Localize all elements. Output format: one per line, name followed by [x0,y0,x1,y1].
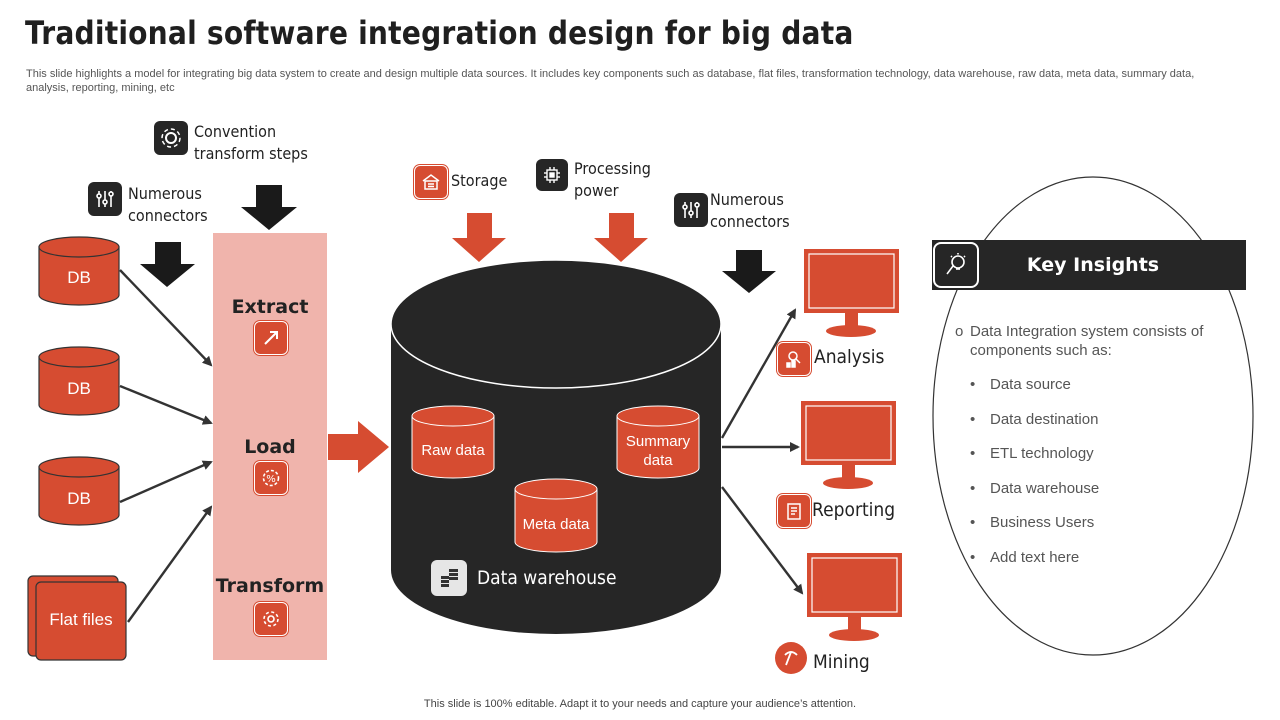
processing-label: Processing power [574,159,651,200]
transform-gears-icon[interactable] [254,602,288,636]
svg-text:%: % [266,474,276,485]
source-label-db-2: DB [67,379,91,398]
source-label-db-1: DB [67,268,91,287]
source-label-flat-files: Flat files [49,610,113,629]
etl-step-transform: Transform [215,575,325,597]
down-arrow-convention [241,185,297,230]
summary-data-cylinder[interactable] [616,405,700,479]
down-arrow-connectors-left [140,242,195,287]
insights-intro: o Data Integration system consists of co… [955,322,1215,360]
list-item: •Data destination [970,410,1099,428]
pickaxe-icon[interactable] [775,642,807,674]
down-arrow-connectors-right [722,250,776,293]
source-arrows [119,269,213,623]
list-item: •Data source [970,376,1071,393]
extract-icon[interactable] [254,321,288,355]
monitor-reporting [801,401,896,489]
connectors-icon [88,182,122,216]
list-item: •Business Users [970,514,1095,532]
db-cylinder-2[interactable] [38,346,120,416]
insights-list: •Data source •Data destination •ETL tech… [970,374,1099,582]
insights-title: Key Insights [1026,254,1160,276]
output-label-analysis: Analysis [814,346,885,368]
raw-data-label: Raw data [421,442,485,459]
etl-step-load: Load [244,436,296,458]
insights-intro-text: Data Integration system consists of comp… [970,323,1204,359]
page-title: Traditional software integration design … [25,14,854,52]
flat-files-shape[interactable] [27,575,127,661]
insights-outline [932,176,1254,656]
output-arrows [720,308,804,595]
connectors-icon-right [674,193,708,227]
output-label-mining: Mining [813,651,870,673]
insights-icon-holder [932,240,980,290]
list-item: •Add text here [970,548,1080,566]
right-arrow-etl [328,421,389,473]
down-arrow-storage [452,213,506,262]
etl-step-extract: Extract [231,296,309,318]
monitor-mining [807,553,902,641]
list-item: •Data warehouse [970,479,1100,497]
monitor-analysis [804,249,899,337]
storage-label: Storage [451,171,508,190]
server-icon [431,560,467,596]
output-label-reporting: Reporting [812,499,896,521]
connectors-left-label: Numerous connectors [128,184,208,225]
warehouse-label: Data warehouse [477,567,617,589]
storage-icon [414,165,448,199]
processor-chip-icon [536,159,568,191]
connectors-right-label: Numerous connectors [710,190,790,231]
lightbulb-icon [933,242,979,288]
insights-header [932,240,1246,290]
page-footer: This slide is 100% editable. Adapt it to… [423,698,857,710]
report-icon[interactable] [777,494,811,528]
db-cylinder-3[interactable] [38,456,120,526]
summary-data-label: Summary data [625,433,691,469]
meta-data-label: Meta data [522,516,590,533]
list-item: •ETL technology [970,445,1094,463]
db-cylinder-1[interactable] [38,236,120,306]
etl-panel [213,233,327,660]
source-label-db-3: DB [67,489,91,508]
convention-label: Convention transform steps [194,122,308,163]
meta-data-cylinder[interactable] [514,478,598,553]
gear-cycle-icon [154,121,188,155]
analysis-icon[interactable] [777,342,811,376]
raw-data-cylinder[interactable] [411,405,495,479]
down-arrow-processing [594,213,648,262]
percent-gear-icon[interactable]: % [254,461,288,495]
page-subtitle: This slide highlights a model for integr… [26,68,1195,94]
intro-bullet: o [955,323,964,340]
